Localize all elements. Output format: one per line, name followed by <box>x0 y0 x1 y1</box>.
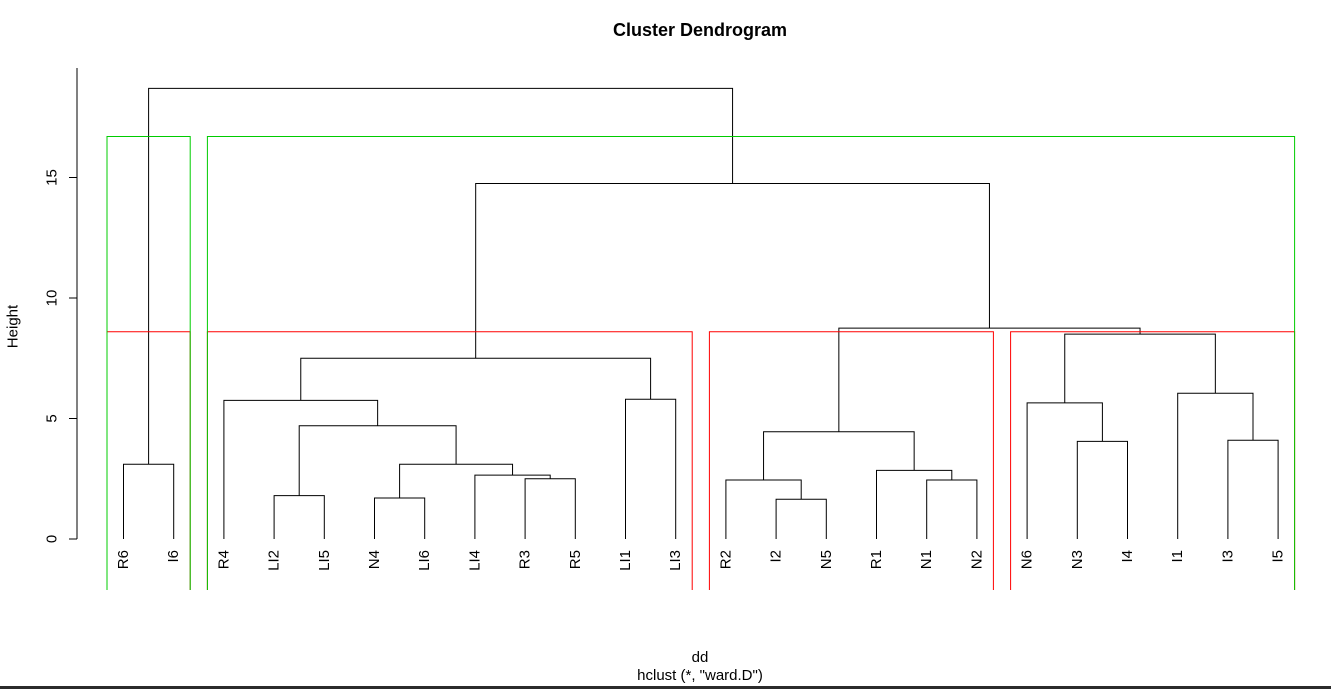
dendrogram-branch <box>374 497 426 539</box>
leaf-label: N5 <box>818 550 835 569</box>
leaf-labels: R6 I6 R4 LI2 LI5 N4 LI6 LI4 R3 R5 LI1 LI3 R2 I2 N5 R1 N1… <box>115 550 1287 571</box>
y-axis: 0 5 10 15 <box>44 68 78 543</box>
leaf-label: R1 <box>868 550 885 569</box>
y-tick-label: 15 <box>44 169 61 186</box>
leaf-label: N1 <box>918 550 935 569</box>
chart-title: Cluster Dendrogram <box>612 20 788 40</box>
dendrogram-branch <box>300 357 652 401</box>
dendrogram-branch <box>876 469 953 539</box>
leaf-label: LI4 <box>466 550 483 571</box>
leaf-label: I6 <box>165 550 182 563</box>
dendrogram-branch <box>625 398 677 539</box>
dendrogram-branch <box>1026 402 1103 539</box>
dendrogram-branch <box>399 463 514 499</box>
leaf-label: LI6 <box>416 550 433 571</box>
dendrogram-branch <box>926 479 978 539</box>
y-axis-label: Height <box>4 304 22 349</box>
method-sublabel: hclust (*, "ward.D") <box>637 667 763 684</box>
leaf-label: I4 <box>1119 550 1136 563</box>
dendrogram-branch <box>474 474 551 539</box>
leaf-label: LI5 <box>316 550 333 571</box>
dendrogram-branch <box>223 399 379 539</box>
y-tick-label: 5 <box>44 414 61 422</box>
leaf-label: LI2 <box>266 550 283 571</box>
dendrogram-branch <box>838 327 1141 432</box>
dendrogram-branch <box>298 425 457 496</box>
leaf-label: I5 <box>1270 550 1287 563</box>
dendrogram-branch <box>1076 440 1128 539</box>
dendrogram-branch <box>273 495 325 539</box>
dendrogram-branch <box>524 478 576 539</box>
leaf-label: N2 <box>968 550 985 569</box>
y-tick-label: 10 <box>44 290 61 307</box>
window-bottom-border <box>0 686 1331 689</box>
cluster-boxes <box>106 136 1296 590</box>
leaf-label: R3 <box>517 550 534 569</box>
dendrogram-branch <box>1064 333 1216 403</box>
leaf-label: N6 <box>1019 550 1036 569</box>
dendrogram-tree <box>123 87 1279 539</box>
leaf-label: I1 <box>1169 550 1186 563</box>
cluster-box <box>106 136 191 590</box>
dendrogram-branch <box>1177 392 1254 539</box>
dendrogram-branch <box>763 431 915 480</box>
leaf-label: LI3 <box>667 550 684 571</box>
leaf-label: R6 <box>115 550 132 569</box>
leaf-label: R2 <box>717 550 734 569</box>
leaf-label: N3 <box>1069 550 1086 569</box>
cluster-box <box>206 136 1296 590</box>
leaf-label: R5 <box>567 550 584 569</box>
dendrogram-branch <box>775 498 827 539</box>
leaf-label: R4 <box>215 550 232 569</box>
cluster-box <box>708 331 994 590</box>
x-axis-label: dd <box>691 649 709 666</box>
leaf-label: I3 <box>1219 550 1236 563</box>
leaf-label: N4 <box>366 550 383 569</box>
y-tick-label: 0 <box>44 535 61 543</box>
leaf-label: LI1 <box>617 550 634 571</box>
leaf-label: I2 <box>768 550 785 563</box>
cluster-box <box>1010 331 1296 590</box>
dendrogram-branch <box>123 463 175 539</box>
dendrogram-branch <box>725 479 802 539</box>
dendrogram-branch <box>1227 439 1279 539</box>
dendrogram-branch <box>148 87 734 465</box>
